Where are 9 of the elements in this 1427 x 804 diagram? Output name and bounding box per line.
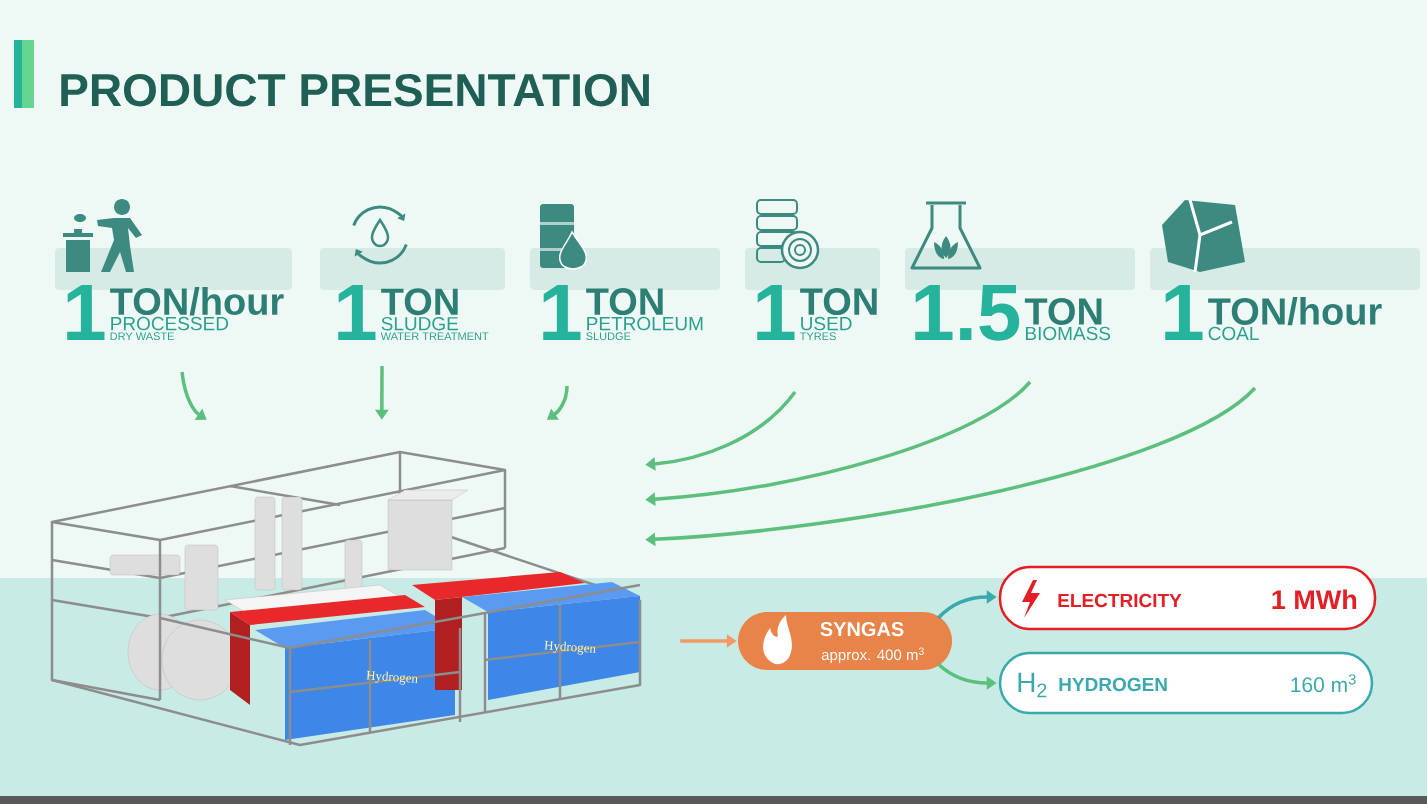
output-box: ELECTRICITY 1 MWh xyxy=(998,565,1377,631)
node-label: 1 MWh xyxy=(1272,589,1357,610)
output-box: H$_{2}$ HYDROGEN 160 m$^{3}$ xyxy=(998,651,1374,715)
plant-drawing: Hydrogen Hydrogen xyxy=(50,450,642,747)
node-label: ELECTRICITY xyxy=(1058,593,1182,608)
node-label: Hydrogen xyxy=(366,670,418,685)
node-label: Hydrogen xyxy=(544,640,596,655)
arrow xyxy=(180,371,207,420)
page-title: PRODUCT PRESENTATION xyxy=(61,73,649,107)
